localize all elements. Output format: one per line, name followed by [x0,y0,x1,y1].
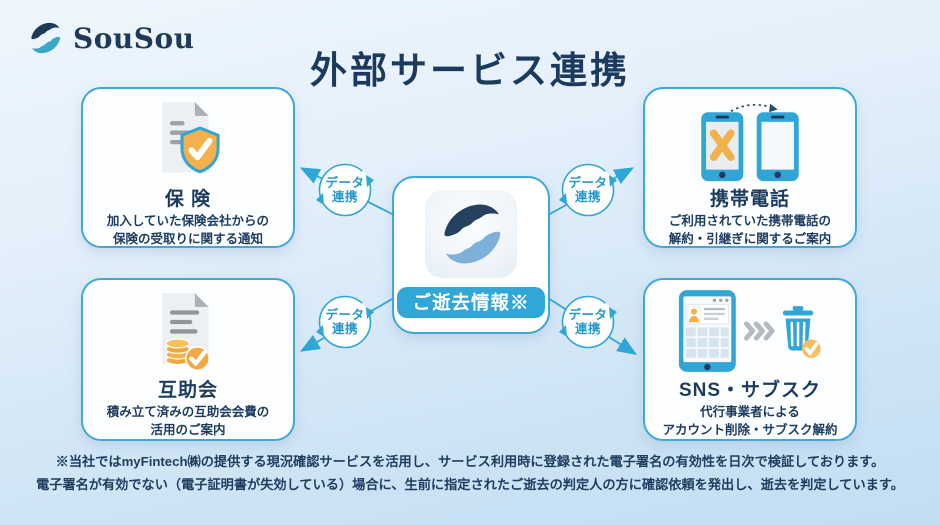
sousou-hands-app-icon [425,190,517,278]
data-link-label: データ 連携 [568,176,608,204]
data-link-badge: データ 連携 [316,295,374,349]
data-link-badge: データ 連携 [559,295,617,349]
data-link-label: データ 連携 [568,308,608,336]
card-insurance-desc: 加入していた保険会社からの 保険の受取りに関する通知 [106,214,270,246]
phone-account-delete-icon [670,288,830,374]
footnote-line-1: ※当社ではmyFintech㈱の提供する現況確認サービスを活用し、サービス利用時… [55,454,885,469]
card-mobile-phone-desc: ご利用されていた携帯電話の 解約・引継ぎに関するご案内 [668,214,832,246]
data-link-label: データ 連携 [325,308,365,336]
document-coins-check-icon [144,288,232,374]
brand-name: SouSou [73,21,195,55]
data-link-badge: データ 連携 [316,163,374,217]
center-card: ご逝去情報※ [392,176,550,334]
card-mobile-phone-title: 携帯電話 [709,189,790,210]
card-mutual-aid-desc: 積み立て済みの互助会会費の 活用のご案内 [106,405,270,437]
phone-transfer-icon [687,97,813,183]
card-mobile-phone: 携帯電話 ご利用されていた携帯電話の 解約・引継ぎに関するご案内 [643,87,857,248]
card-insurance: 保 険 加入していた保険会社からの 保険の受取りに関する通知 [81,87,295,248]
card-sns-subscription: SNS・サブスク 代行事業者による アカウント削除・サブスク解約 [643,278,857,441]
page-title: 外部サービス連携 [310,50,630,91]
document-shield-check-icon [144,97,232,183]
two-hands-icon [31,22,61,54]
card-sns-subscription-title: SNS・サブスク [678,380,822,401]
brand-logo: SouSou [26,20,195,56]
data-link-badge: データ 連携 [559,163,617,217]
data-link-label: データ 連携 [325,176,365,204]
death-info-label: ご逝去情報※ [397,287,545,319]
footnote-line-2: 電子署名が有効でない（電子証明書が失効している）場合に、生前に指定されたご逝去の… [36,477,904,493]
card-mutual-aid: 互助会 積み立て済みの互助会会費の 活用のご案内 [81,278,295,441]
card-mutual-aid-title: 互助会 [157,380,218,401]
footnote: ※当社ではmyFintech㈱の提供する現況確認サービスを活用し、サービス利用時… [0,450,940,496]
card-sns-subscription-desc: 代行事業者による アカウント削除・サブスク解約 [662,405,838,437]
card-insurance-title: 保 険 [164,189,212,210]
